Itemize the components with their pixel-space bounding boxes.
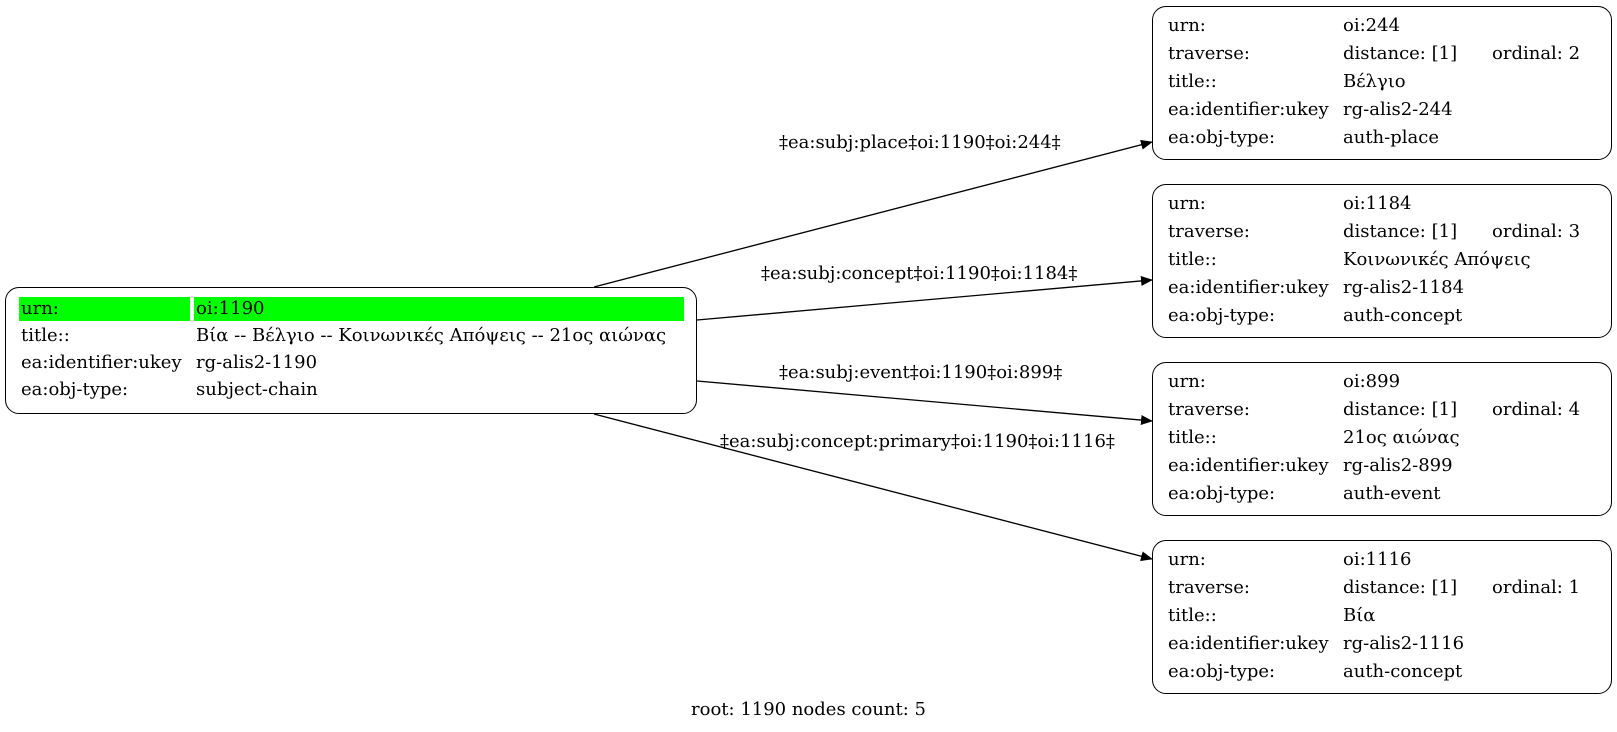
root-urn-value: oi:1190 <box>194 297 684 321</box>
root-row-urn: urn: oi:1190 <box>19 297 685 321</box>
traverse-ordinal: ordinal: 4 <box>1492 399 1581 420</box>
root-ukey-key: ea:identifier:ukey <box>21 352 182 373</box>
traverse-ordinal: ordinal: 2 <box>1492 43 1581 64</box>
ukey-value: rg-alis2-244 <box>1343 99 1453 120</box>
obj-type-value: auth-concept <box>1343 661 1463 682</box>
root-node[interactable]: urn: oi:1190 title:: Βία -- Βέλγιο -- Κο… <box>5 287 697 414</box>
obj-type-value: auth-event <box>1343 483 1441 504</box>
edge-event-line <box>696 380 1153 426</box>
title-value: Βία <box>1343 605 1376 626</box>
root-obj-type-value: subject-chain <box>196 379 318 400</box>
traverse-ordinal: ordinal: 3 <box>1492 221 1581 242</box>
obj-type-key: ea:obj-type: <box>1168 483 1276 504</box>
traverse-ordinal: ordinal: 1 <box>1492 577 1581 598</box>
root-obj-type-key: ea:obj-type: <box>21 379 129 400</box>
title-value: Κοινωνικές Απόψεις <box>1343 249 1531 270</box>
edge-concept-line <box>696 275 1153 321</box>
traverse-distance: distance: [1] <box>1343 577 1458 598</box>
urn-value: oi:1116 <box>1343 549 1412 570</box>
traverse-distance: distance: [1] <box>1343 399 1458 420</box>
graph-footer: root: 1190 nodes count: 5 <box>691 699 926 720</box>
ukey-value: rg-alis2-899 <box>1343 455 1453 476</box>
title-value: Βέλγιο <box>1343 71 1406 92</box>
edge-label-event: ‡ea:subj:event‡oi:1190‡oi:899‡ <box>779 362 1063 383</box>
obj-type-value: auth-place <box>1343 127 1439 148</box>
title-key: title:: <box>1168 249 1217 270</box>
ukey-value: rg-alis2-1116 <box>1343 633 1465 654</box>
traverse-distance: distance: [1] <box>1343 43 1458 64</box>
ukey-key: ea:identifier:ukey <box>1168 455 1329 476</box>
traverse-key: traverse: <box>1168 399 1250 420</box>
root-urn-key: urn: <box>19 297 190 321</box>
ukey-key: ea:identifier:ukey <box>1168 277 1329 298</box>
obj-type-value: auth-concept <box>1343 305 1463 326</box>
traverse-distance: distance: [1] <box>1343 221 1458 242</box>
title-key: title:: <box>1168 605 1217 626</box>
edge-label-concept: ‡ea:subj:concept‡oi:1190‡oi:1184‡ <box>761 263 1078 284</box>
urn-key: urn: <box>1168 549 1206 570</box>
urn-value: oi:899 <box>1343 371 1401 392</box>
node-oi-1116[interactable]: urn: oi:1116 traverse: distance: [1] ordina… <box>1152 540 1612 694</box>
edge-label-concept-primary: ‡ea:subj:concept:primary‡oi:1190‡oi:1116… <box>720 431 1115 452</box>
urn-value: oi:244 <box>1343 15 1401 36</box>
urn-key: urn: <box>1168 15 1206 36</box>
node-oi-899[interactable]: urn: oi:899 traverse: distance: [1] ordinal… <box>1152 362 1612 516</box>
node-oi-244[interactable]: urn: oi:244 traverse: distance: [1] ordinal… <box>1152 6 1612 160</box>
obj-type-key: ea:obj-type: <box>1168 127 1276 148</box>
obj-type-key: ea:obj-type: <box>1168 661 1276 682</box>
node-oi-1184[interactable]: urn: oi:1184 traverse: distance: [1] ordina… <box>1152 184 1612 338</box>
traverse-key: traverse: <box>1168 221 1250 242</box>
urn-value: oi:1184 <box>1343 193 1412 214</box>
urn-key: urn: <box>1168 193 1206 214</box>
obj-type-key: ea:obj-type: <box>1168 305 1276 326</box>
ukey-key: ea:identifier:ukey <box>1168 633 1329 654</box>
ukey-value: rg-alis2-1184 <box>1343 277 1465 298</box>
title-key: title:: <box>1168 71 1217 92</box>
title-key: title:: <box>1168 427 1217 448</box>
edge-place-line <box>593 139 1153 288</box>
root-title-value: Βία -- Βέλγιο -- Κοινωνικές Απόψεις -- 2… <box>196 325 667 346</box>
traverse-key: traverse: <box>1168 43 1250 64</box>
root-ukey-value: rg-alis2-1190 <box>196 352 318 373</box>
edge-concept-primary-line <box>593 413 1153 562</box>
ukey-key: ea:identifier:ukey <box>1168 99 1329 120</box>
urn-key: urn: <box>1168 371 1206 392</box>
root-title-key: title:: <box>21 325 70 346</box>
traverse-key: traverse: <box>1168 577 1250 598</box>
title-value: 21ος αιώνας <box>1343 427 1460 448</box>
edge-label-place: ‡ea:subj:place‡oi:1190‡oi:244‡ <box>779 132 1061 153</box>
